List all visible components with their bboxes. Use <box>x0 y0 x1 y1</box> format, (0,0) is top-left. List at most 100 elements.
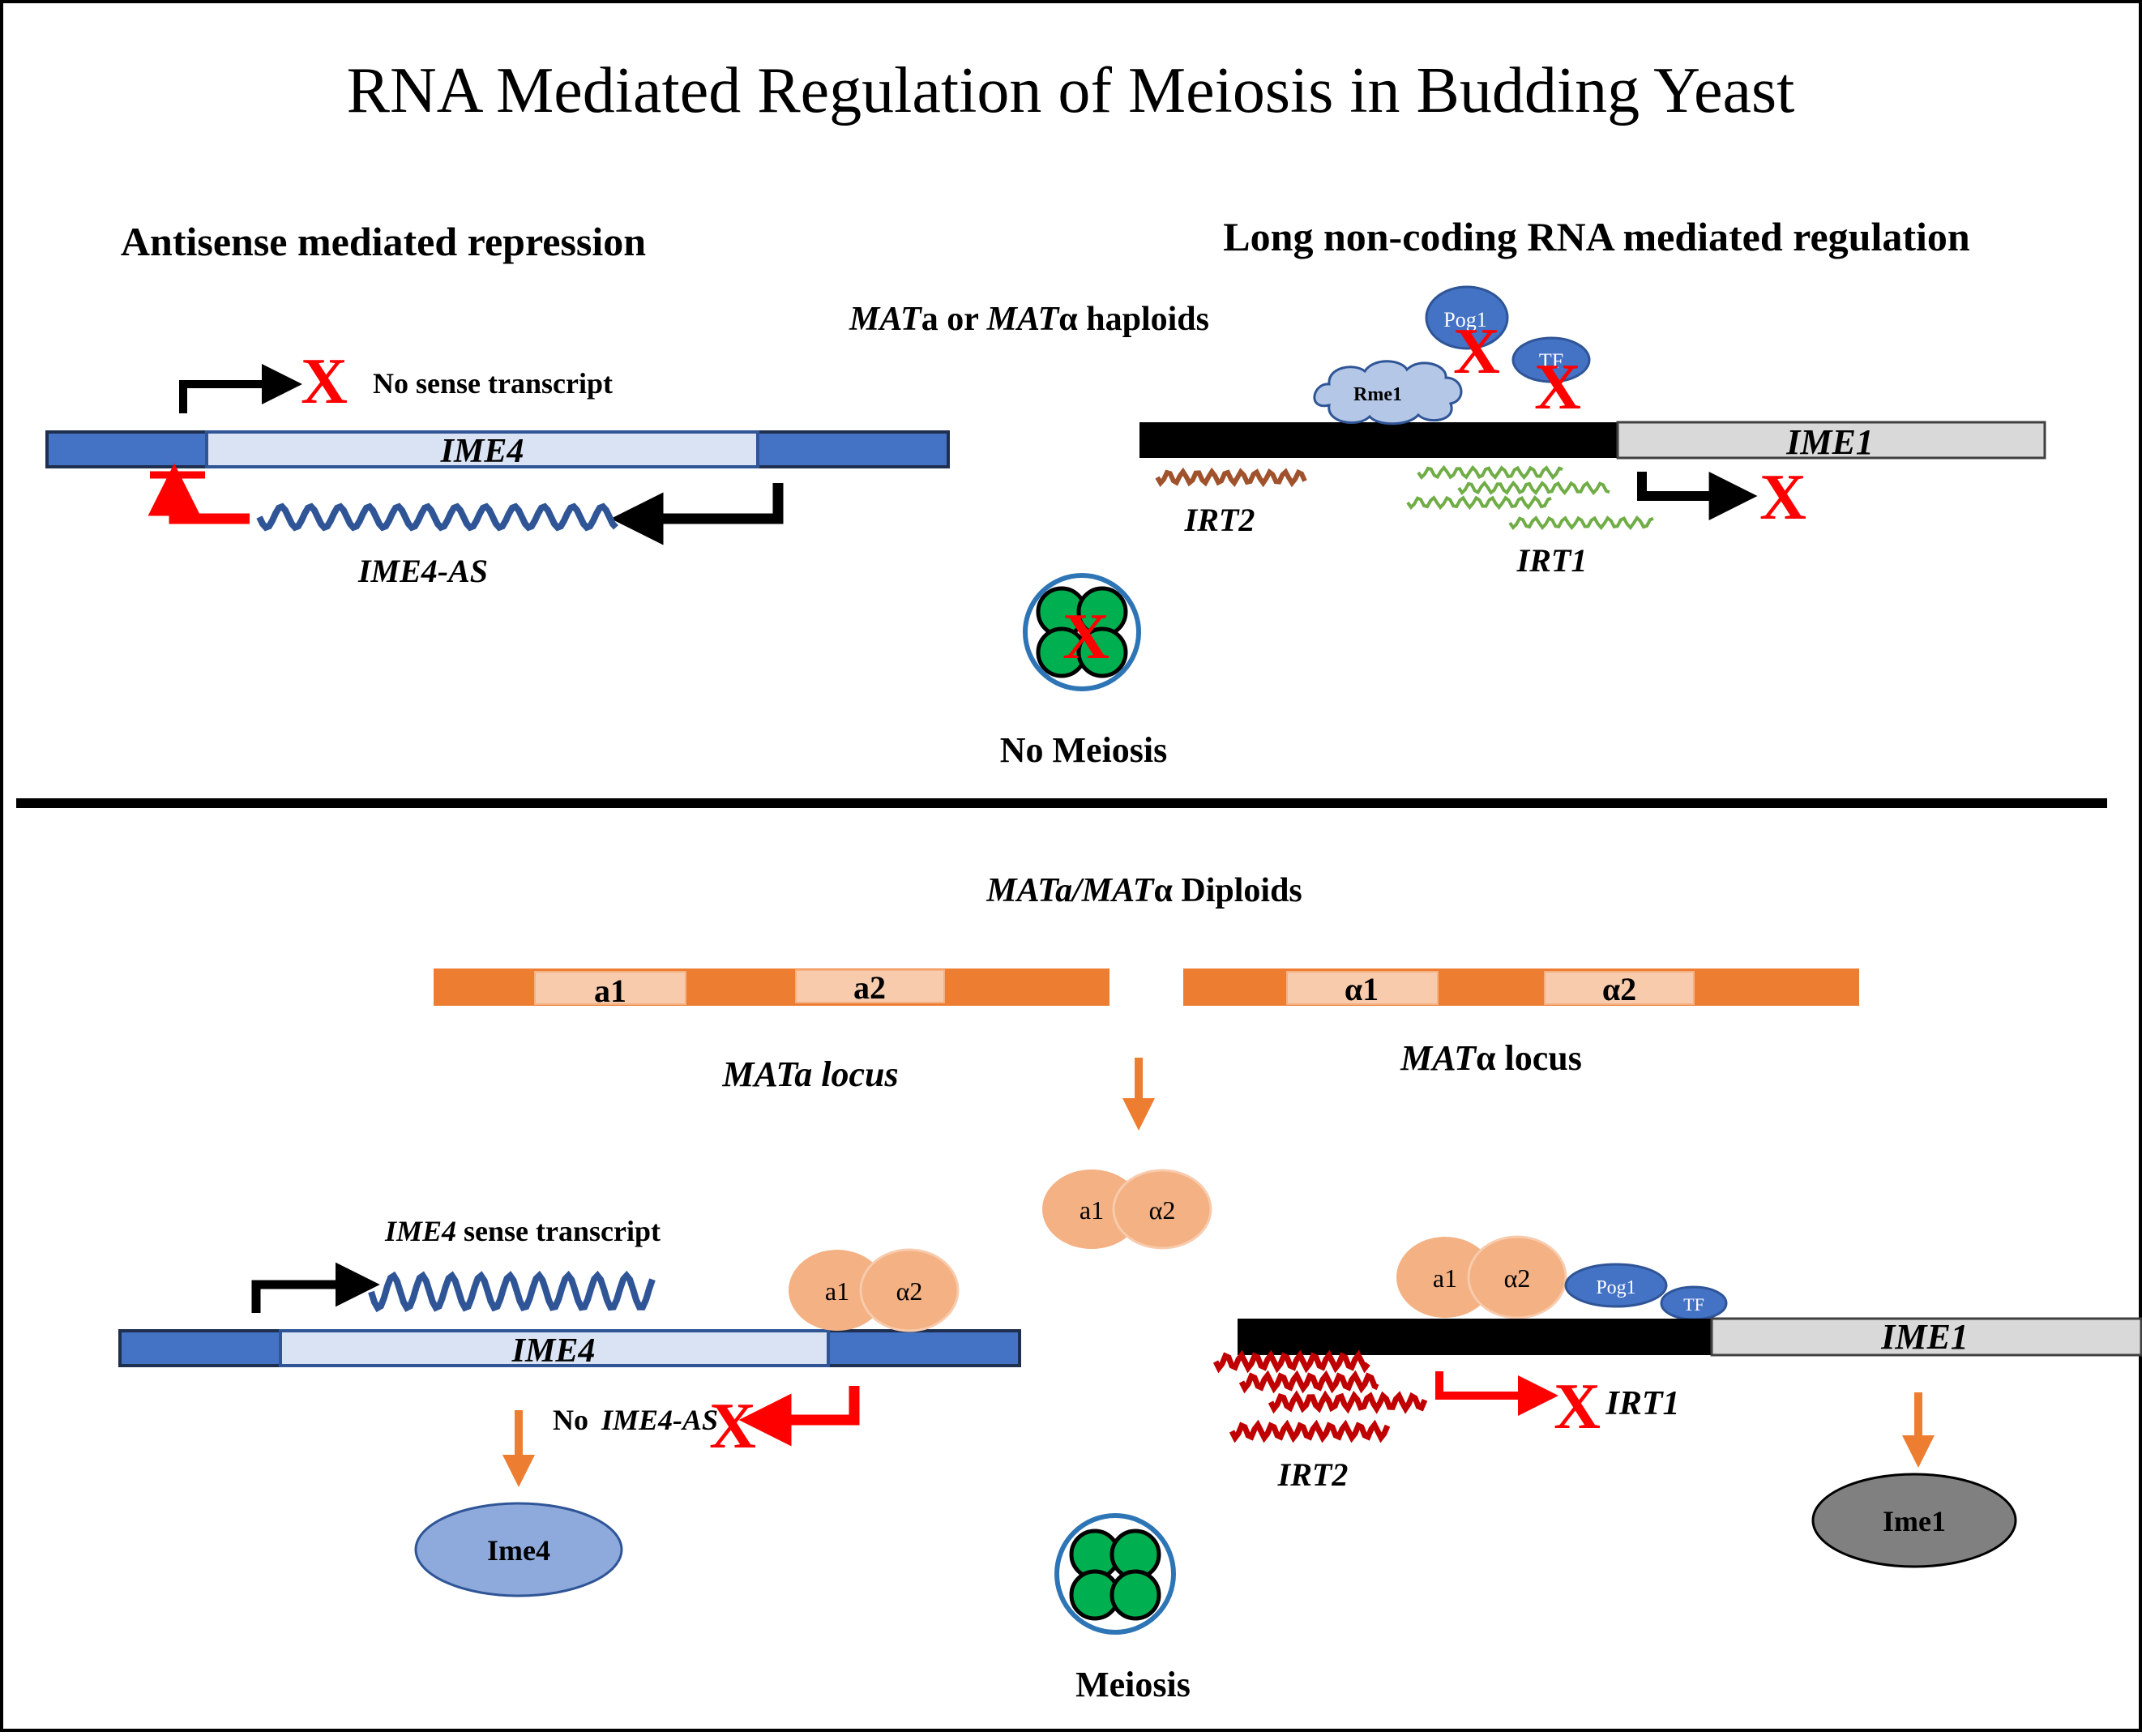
alpha1-gene <box>1286 971 1439 1005</box>
irt1-rna-2 <box>1457 480 1610 496</box>
ime4-gene-body-diploid <box>279 1329 830 1367</box>
ime4-sense-label: IME4 sense transcript <box>384 1215 661 1247</box>
no-sense-x-mark: X <box>301 346 348 417</box>
a1-alpha2-complex: a1 α2 <box>1042 1169 1212 1250</box>
ime1-locus-diploid: a1 α2 Pog1 TF IME1 IRT2 X IRT1 Ime1 <box>1212 1235 2142 1568</box>
a1-protein-bound <box>789 1250 886 1331</box>
mata-locus: a1 a2 <box>434 968 1109 1009</box>
irt2-rna-1 <box>1212 1349 1370 1374</box>
ime4-as-rna <box>256 502 618 532</box>
ime4-sense-rna <box>368 1270 656 1313</box>
irt1-label-diploid: IRT1 <box>1605 1385 1679 1422</box>
irt2-label: IRT2 <box>1184 502 1255 538</box>
alpha1-gene-label: α1 <box>1345 971 1379 1007</box>
sense-promoter-arrow-diploid <box>251 1262 380 1313</box>
pog1-label-diploid: Pog1 <box>1596 1277 1635 1298</box>
sense-promoter-arrow <box>179 364 302 413</box>
irt1-x-mark: X <box>1554 1371 1601 1443</box>
alpha2-protein-label: α2 <box>1149 1195 1176 1225</box>
haploid-condition: MATa or MATα haploids <box>849 301 1209 338</box>
figure-title: RNA Mediated Regulation of Meiosis in Bu… <box>347 55 1795 126</box>
no-ime4-as-x-mark: X <box>709 1391 756 1462</box>
repression-arrow <box>148 463 250 524</box>
a1-bound-label: a1 <box>825 1276 849 1306</box>
no-meiosis-cell: X <box>1023 573 1141 691</box>
a1-ime1-label: a1 <box>1433 1264 1457 1293</box>
alpha2-protein-ime1 <box>1467 1235 1567 1319</box>
a1-gene <box>534 971 686 1005</box>
antisense-arrow-diploid <box>738 1386 860 1447</box>
tf-label-diploid: TF <box>1683 1294 1704 1315</box>
a1-protein-label: a1 <box>1080 1195 1104 1225</box>
irt2-rna-2 <box>1238 1370 1379 1394</box>
matalpha-locus: α1 α2 <box>1183 968 1859 1007</box>
antisense-heading: Antisense mediated repression <box>121 219 646 264</box>
irt2-rna-4 <box>1229 1419 1391 1443</box>
irt1-rna-3 <box>1406 495 1552 511</box>
rme1-protein <box>1313 360 1463 425</box>
ime1-gene-label-diploid: IME1 <box>1880 1317 1969 1357</box>
alpha2-bound-label: α2 <box>896 1276 923 1306</box>
ime1-gene-body <box>1616 421 2046 460</box>
irt1-rna-4 <box>1508 515 1654 531</box>
alpha2-ime1-label: α2 <box>1504 1264 1531 1293</box>
ime4-as-label: IME4-AS <box>357 553 488 589</box>
meiosis-label: Meiosis <box>1075 1665 1191 1704</box>
lncrna-heading: Long non-coding RNA mediated regulation <box>1223 214 1970 259</box>
pog1-x-mark: X <box>1453 316 1500 387</box>
ime1-promoter-arrow <box>1637 472 1758 520</box>
no-sense-label: No sense transcript <box>373 367 613 400</box>
ime4-gene-body <box>205 430 759 468</box>
ime4-protein-label: Ime4 <box>487 1534 550 1567</box>
ime1-x-mark: X <box>1759 462 1806 533</box>
irt1-label: IRT1 <box>1516 542 1588 579</box>
ime1-promoter-diploid <box>1238 1319 1712 1355</box>
alpha2-gene-label: α2 <box>1602 971 1636 1007</box>
ascus-outline <box>1054 1513 1176 1635</box>
ime1-protein-label: Ime1 <box>1883 1505 1946 1537</box>
matalpha-locus-bar <box>1183 968 1859 1006</box>
alpha2-gene <box>1544 971 1695 1005</box>
ime1-gene-label: IME1 <box>1785 422 1874 462</box>
a1-gene-label: a1 <box>594 973 626 1009</box>
ime4-gene-label: IME4 <box>440 433 524 470</box>
tf-label: TF <box>1539 349 1563 373</box>
spore <box>1109 1569 1161 1621</box>
ime4-protein <box>414 1502 623 1597</box>
spore <box>1076 626 1128 678</box>
pog1-label: Pog1 <box>1443 308 1486 331</box>
ime1-locus-haploid: IME1 Rme1 Pog1 X TF X IRT2 IRT1 X <box>1139 285 2046 579</box>
mata-locus-label: MATa locus <box>721 1054 898 1094</box>
tf-protein <box>1511 336 1591 383</box>
irt1-promoter-arrow <box>1435 1371 1558 1416</box>
irt2-rna <box>1155 467 1307 488</box>
a2-gene <box>795 969 945 1003</box>
pog1-protein <box>1425 285 1509 350</box>
alpha2-protein <box>1112 1169 1212 1250</box>
irt1-rna-1 <box>1417 464 1563 481</box>
ime4-gene-label-diploid: IME4 <box>511 1332 596 1370</box>
alpha2-protein-bound <box>859 1248 960 1332</box>
no-meiosis-x-mark: X <box>1062 601 1109 673</box>
irt2-label-diploid: IRT2 <box>1277 1456 1349 1493</box>
irt2-rna-3 <box>1268 1390 1428 1414</box>
ime1-gene-body-diploid <box>1710 1317 2142 1357</box>
ime1-promoter <box>1139 422 1618 458</box>
meiosis-cell <box>1054 1513 1176 1635</box>
no-meiosis-label: No Meiosis <box>1000 730 1168 770</box>
diploid-condition: MATa/MATα Diploids <box>985 872 1302 909</box>
ime4-locus-haploid: IME4 X No sense transcript IME4-AS <box>45 346 950 589</box>
tf-x-mark: X <box>1534 352 1581 423</box>
antisense-promoter-arrow <box>610 483 784 545</box>
matalpha-locus-label: MATα locus <box>1400 1038 1582 1078</box>
a1-protein-ime1 <box>1396 1237 1494 1318</box>
ime1-protein <box>1811 1473 2017 1568</box>
rme1-label: Rme1 <box>1353 384 1402 405</box>
pog1-protein-diploid <box>1564 1263 1668 1308</box>
a2-gene-label: a2 <box>853 969 886 1006</box>
